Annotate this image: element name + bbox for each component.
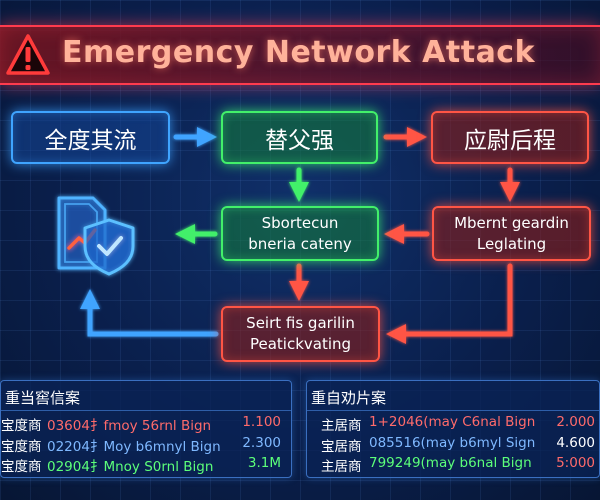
row-label: 宝度商: [1, 459, 42, 475]
row-value: 2.000: [556, 414, 595, 430]
row-label: 主居商: [321, 418, 362, 434]
row-code: 02204扌Moy b6mnyl Bign: [47, 439, 221, 455]
panel-right-divider: [307, 410, 599, 411]
panel-left-divider: [1, 410, 291, 411]
table-row: 宝居商 085516(may b6myl Sign 4.600: [307, 435, 599, 457]
row-code: 085516(may b6myl Sign: [369, 435, 536, 451]
node-2-label: 替父强: [265, 127, 334, 154]
arrow-n6-shield: [80, 289, 219, 337]
row-value: 2.300: [242, 435, 281, 451]
row-code: 03604扌fmoy 56rnl Bign: [47, 418, 212, 434]
title-banner: Emergency Network Attack: [0, 25, 600, 85]
shield-check-icon: [57, 196, 135, 276]
row-label: 宝度商: [1, 418, 42, 434]
warning-triangle-icon: [6, 34, 50, 75]
table-row: 主居商 1+2046(may C6nal Bign 2.000: [307, 414, 599, 436]
node-2: 替父强: [221, 111, 378, 164]
node-5-line-1: Mbernt geardin: [454, 213, 569, 232]
info-panel-left: 重当窖信案 宝度商 03604扌fmoy 56rnl Bign 1.100 宝度…: [0, 380, 292, 478]
node-4: Sbortecun bneria cateny: [221, 206, 379, 261]
row-value: 1.100: [242, 414, 281, 430]
node-1-label: 全度其流: [44, 127, 137, 154]
node-3: 应尉后程: [431, 111, 589, 164]
table-row: 宝度商 02904扌Mnoy S0rnl Bign 3.1M: [1, 455, 291, 477]
row-label: 宝居商: [321, 439, 362, 455]
node-4-line-1: Sbortecun: [261, 213, 339, 232]
table-row: 宝度商 03604扌fmoy 56rnl Bign 1.100: [1, 414, 291, 436]
node-4-line-2: bneria cateny: [248, 234, 352, 253]
node-6: Seirt fis garilin Peatickvating: [221, 306, 380, 362]
panel-right-title: 重自劝片案: [311, 389, 387, 407]
node-6-line-2: Peatickvating: [249, 335, 352, 353]
row-value: 4.600: [556, 435, 595, 451]
node-3-label: 应尉后程: [464, 127, 556, 154]
arrow-n5-n6: [386, 263, 513, 344]
panel-left-title: 重当窖信案: [5, 389, 81, 407]
node-5-line-2: Leglating: [476, 234, 547, 253]
row-value: 3.1M: [247, 455, 281, 471]
row-code: 02904扌Mnoy S0rnl Bign: [47, 459, 214, 475]
table-row: 主居商 799249(may b6nal Bign 5:000: [307, 455, 599, 477]
table-row: 宝度商 02204扌Moy b6mnyl Bign 2.300: [1, 435, 291, 457]
row-label: 宝度商: [1, 439, 42, 455]
node-5: Mbernt geardin Leglating: [432, 206, 591, 261]
page-title: Emergency Network Attack: [62, 35, 536, 70]
row-value: 5:000: [556, 455, 595, 471]
info-panel-right: 重自劝片案 主居商 1+2046(may C6nal Bign 2.000 宝居…: [306, 380, 600, 478]
row-code: 1+2046(may C6nal Bign: [369, 414, 536, 430]
node-6-line-1: Seirt fis garilin: [246, 314, 355, 332]
row-label: 主居商: [321, 459, 362, 475]
node-1: 全度其流: [11, 111, 170, 164]
row-code: 799249(may b6nal Bign: [369, 455, 532, 471]
